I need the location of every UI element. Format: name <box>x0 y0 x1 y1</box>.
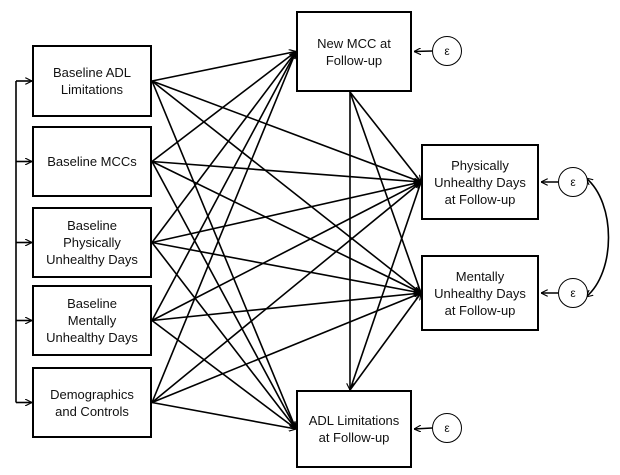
path-p_mcc-to-o_adl <box>151 161 297 430</box>
error-term-mentally: ε <box>558 278 588 308</box>
error-term-physically: ε <box>558 167 588 197</box>
path-p_adl-to-o_adl <box>151 80 296 429</box>
path-p_phys-to-o_adl <box>151 242 296 430</box>
path-p_mcc-to-o_ment <box>151 160 421 294</box>
path-p_adl-to-o_ment <box>151 80 421 293</box>
error-covariance-o_phys-o_ment <box>586 178 610 297</box>
path-o_adl-to-o_ment <box>349 293 421 391</box>
path-p_mcc-to-o_mcc <box>151 52 296 163</box>
node-baseline-mccs: Baseline MCCs <box>32 126 152 197</box>
node-baseline-physically-unhealthy: Baseline Physically Unhealthy Days <box>32 207 152 278</box>
path-p_ment-to-o_ment <box>151 293 421 322</box>
path-p_phys-to-o_ment <box>151 241 421 294</box>
path-p_ment-to-o_phys <box>151 181 421 322</box>
path-p_demo-to-o_mcc <box>151 52 296 403</box>
path-p_mcc-to-o_phys <box>151 160 421 183</box>
node-demographics-controls: Demographics and Controls <box>32 367 152 438</box>
error-arrow-o_adl <box>414 428 433 429</box>
node-physically-unhealthy-followup: Physically Unhealthy Days at Follow-up <box>421 144 539 220</box>
node-new-mcc-followup: New MCC at Follow-up <box>296 11 412 92</box>
node-mentally-unhealthy-followup: Mentally Unhealthy Days at Follow-up <box>421 255 539 331</box>
node-baseline-mentally-unhealthy: Baseline Mentally Unhealthy Days <box>32 285 152 356</box>
node-adl-limitations-followup: ADL Limitations at Follow-up <box>296 390 412 468</box>
path-p_ment-to-o_adl <box>151 319 296 430</box>
path-p_phys-to-o_mcc <box>151 52 296 243</box>
node-baseline-adl: Baseline ADL Limitations <box>32 45 152 117</box>
path-p_demo-to-o_phys <box>151 182 421 404</box>
error-term-new-mcc: ε <box>432 36 462 66</box>
path-p_adl-to-o_mcc <box>151 52 296 82</box>
path-o_mcc-to-o_ment <box>349 91 421 293</box>
path-o_mcc-to-o_phys <box>349 91 421 182</box>
path-p_ment-to-o_mcc <box>151 52 297 321</box>
error-arrow-o_mcc <box>414 51 433 52</box>
path-p_phys-to-o_phys <box>151 182 421 244</box>
path-o_adl-to-o_phys <box>349 182 421 391</box>
path-p_demo-to-o_adl <box>151 401 296 430</box>
error-term-adl: ε <box>432 413 462 443</box>
